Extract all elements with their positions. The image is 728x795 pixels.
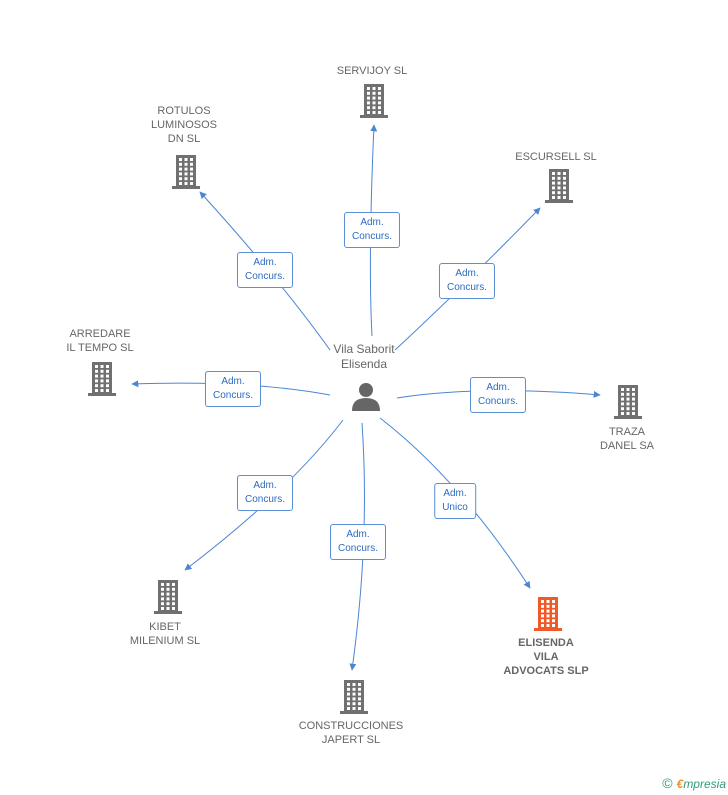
role-label-traza[interactable]: Adm. Concurs. <box>469 377 527 413</box>
building-icon[interactable] <box>154 580 182 614</box>
brand-logo-text: mpresia <box>683 777 726 791</box>
role-label-kibet[interactable]: Adm. Concurs. <box>236 475 294 511</box>
center-person-name[interactable]: Vila Saborit Elisenda <box>333 342 395 371</box>
company-name-kibet[interactable]: KIBET MILENIUM SL <box>129 621 201 647</box>
building-icon[interactable] <box>360 84 388 118</box>
company-name-rotulos[interactable]: ROTULOS LUMINOSOS DN SL <box>150 105 218 145</box>
role-label-arredare[interactable]: Adm. Concurs. <box>204 371 262 407</box>
company-name-servijoy[interactable]: SERVIJOY SL <box>336 65 408 77</box>
building-icon[interactable] <box>534 597 562 631</box>
building-icon[interactable] <box>88 362 116 396</box>
company-name-construcciones[interactable]: CONSTRUCCIONES JAPERT SL <box>298 720 404 746</box>
copyright-symbol: © <box>662 775 673 791</box>
role-label-escursell[interactable]: Adm. Concurs. <box>438 263 496 299</box>
building-icon[interactable] <box>545 169 573 203</box>
company-name-traza[interactable]: TRAZA DANEL SA <box>599 426 655 452</box>
building-icon[interactable] <box>614 385 642 419</box>
company-name-escursell[interactable]: ESCURSELL SL <box>515 151 597 163</box>
role-label-elisenda[interactable]: Adm. Unico <box>434 483 476 519</box>
role-label-construcciones[interactable]: Adm. Concurs. <box>329 524 387 560</box>
brand-logo-letter: € <box>676 777 684 791</box>
role-label-rotulos[interactable]: Adm. Concurs. <box>236 252 294 288</box>
person-icon[interactable] <box>352 383 380 411</box>
building-icon[interactable] <box>340 680 368 714</box>
company-name-arredare[interactable]: ARREDARE IL TEMPO SL <box>66 328 134 354</box>
role-label-servijoy[interactable]: Adm. Concurs. <box>343 212 401 248</box>
company-name-elisenda[interactable]: ELISENDA VILA ADVOCATS SLP <box>503 637 589 677</box>
building-icon[interactable] <box>172 155 200 189</box>
empresia-brand: ©€mpresia <box>662 775 726 791</box>
